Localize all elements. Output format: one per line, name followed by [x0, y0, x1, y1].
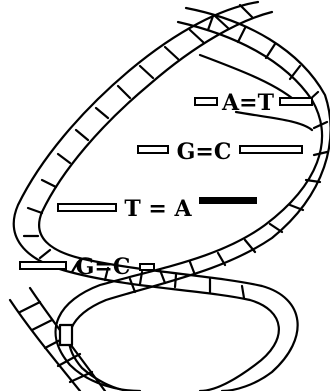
pair-3-label: T = A [124, 196, 192, 222]
base-pair-labels: A=T G=C T = A G=C [76, 90, 275, 280]
back-strand-ribbon [54, 6, 330, 391]
bar-pair-3-left [57, 203, 117, 212]
bar-pair-4-right [139, 263, 155, 271]
pair-4-label: G=C [76, 254, 131, 280]
bar-pair-2-left [137, 145, 169, 154]
pair-2-label: G=C [177, 139, 232, 165]
bar-pair-4-left [19, 261, 67, 270]
bar-pair-1-right [279, 97, 313, 106]
bar-pair-2-right [239, 145, 303, 154]
pair-1-label: A=T [221, 90, 275, 116]
bar-pair-3-right [199, 197, 257, 204]
base-pair-bars [19, 97, 313, 271]
lower-ribbon-tail [8, 286, 107, 391]
bar-pair-1-left [194, 97, 218, 106]
